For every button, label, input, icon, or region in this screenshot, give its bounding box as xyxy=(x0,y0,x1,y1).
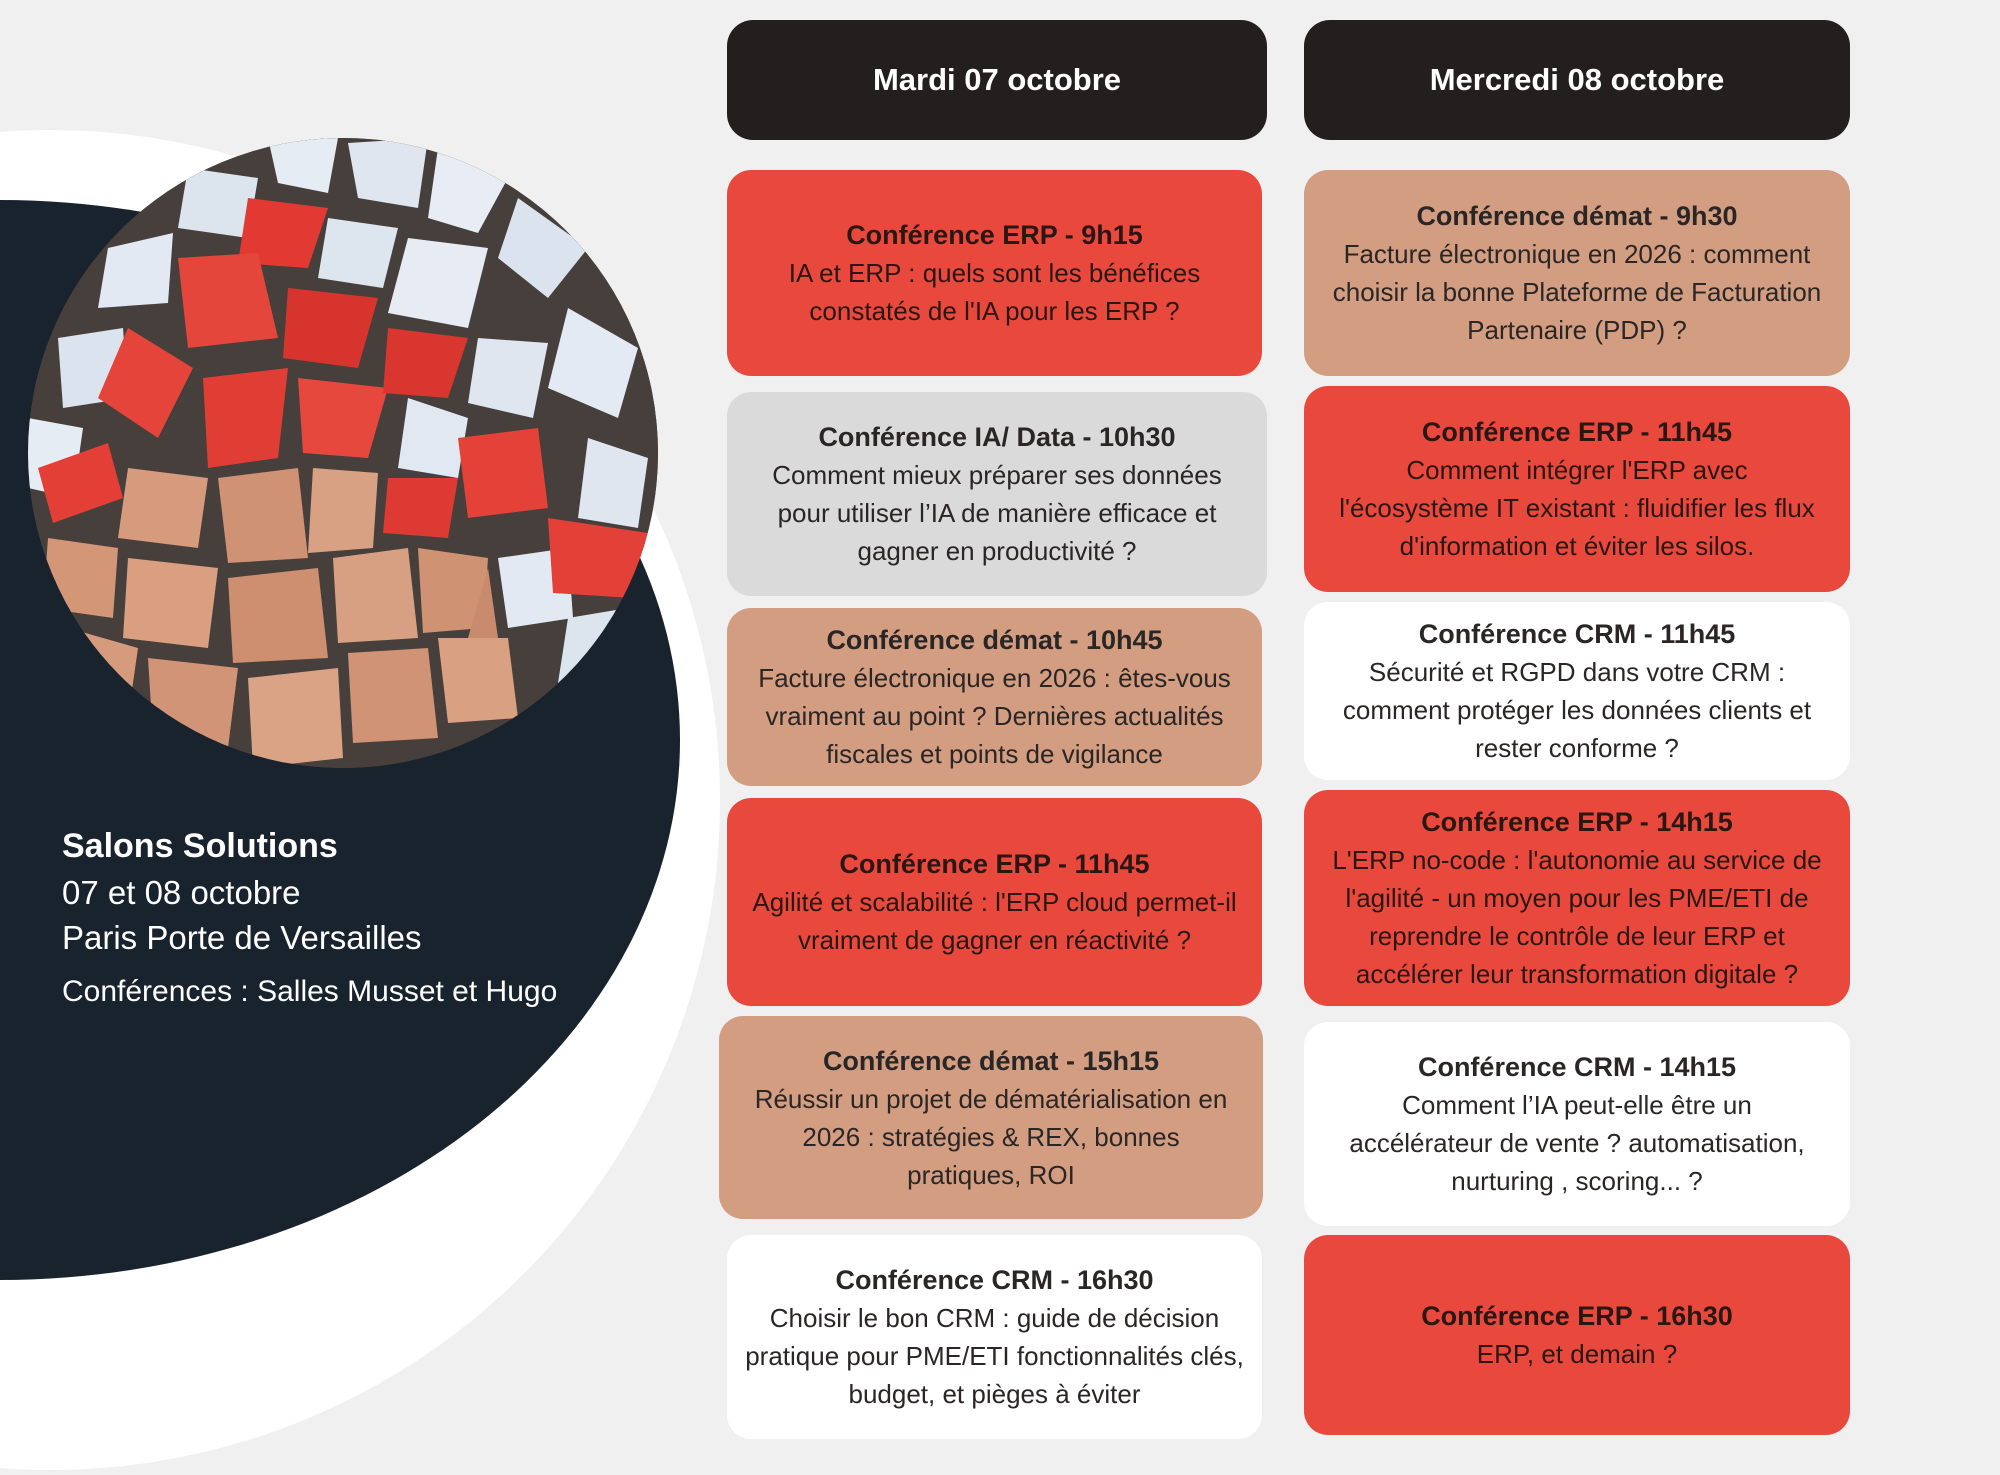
day-header-tuesday: Mardi 07 octobre xyxy=(727,20,1267,140)
session-description: Réussir un projet de dématérialisation e… xyxy=(754,1083,1228,1190)
session-card: Conférence ERP - 11h45 Comment intégrer … xyxy=(1304,386,1850,592)
session-description: IA et ERP : quels sont les bénéfices con… xyxy=(788,258,1201,326)
event-location: Paris Porte de Versailles xyxy=(62,919,422,957)
session-card: Conférence ERP - 16h30 ERP, et demain ? xyxy=(1304,1235,1850,1435)
event-dates: 07 et 08 octobre xyxy=(62,873,301,911)
session-card: Conférence ERP - 9h15 IA et ERP : quels … xyxy=(727,170,1262,376)
session-description: Sécurité et RGPD dans votre CRM : commen… xyxy=(1342,657,1812,763)
event-rooms: Conférences : Salles Musset et Hugo xyxy=(62,974,558,1008)
mosaic-tile-illustration xyxy=(28,138,658,768)
mosaic-tile-image xyxy=(28,138,658,768)
day-header-wednesday: Mercredi 08 octobre xyxy=(1304,20,1850,140)
session-description: Comment l’IA peut-elle être un accélérat… xyxy=(1349,1090,1805,1196)
session-title: Conférence démat - 9h30 xyxy=(1416,201,1738,231)
session-description: Agilité et scalabilité : l'ERP cloud per… xyxy=(752,887,1237,955)
session-card: Conférence démat - 10h45 Facture électro… xyxy=(727,608,1262,786)
session-description: Comment mieux préparer ses données pour … xyxy=(772,460,1222,566)
session-title: Conférence ERP - 11h45 xyxy=(839,849,1150,879)
session-card: Conférence démat - 9h30 Facture électron… xyxy=(1304,170,1850,376)
session-description: L'ERP no-code : l'autonomie au service d… xyxy=(1332,845,1822,989)
session-card: Conférence ERP - 14h15 L'ERP no-code : l… xyxy=(1304,790,1850,1006)
session-title: Conférence démat - 10h45 xyxy=(826,625,1163,655)
session-description: Facture électronique en 2026 : comment c… xyxy=(1332,239,1822,345)
session-description: Choisir le bon CRM : guide de décision p… xyxy=(745,1303,1244,1409)
session-card: Conférence IA/ Data - 10h30 Comment mieu… xyxy=(727,392,1267,596)
session-title: Conférence ERP - 16h30 xyxy=(1421,1301,1733,1331)
event-name: Salons Solutions xyxy=(62,827,338,865)
session-title: Conférence ERP - 14h15 xyxy=(1421,807,1733,837)
session-title: Conférence IA/ Data - 10h30 xyxy=(818,422,1176,452)
session-title: Conférence démat - 15h15 xyxy=(822,1045,1160,1076)
event-info: Salons Solutions 07 et 08 octobre Paris … xyxy=(62,826,557,1010)
session-card: Conférence CRM - 14h15 Comment l’IA peut… xyxy=(1304,1022,1850,1226)
session-card: Conférence ERP - 11h45 Agilité et scalab… xyxy=(727,798,1262,1006)
session-title: Conférence CRM - 16h30 xyxy=(835,1265,1154,1295)
session-title: Conférence CRM - 14h15 xyxy=(1417,1052,1737,1082)
session-card: Conférence CRM - 11h45 Sécurité et RGPD … xyxy=(1304,602,1850,780)
session-description: ERP, et demain ? xyxy=(1476,1339,1678,1369)
session-title: Conférence CRM - 11h45 xyxy=(1418,619,1736,649)
session-card: Conférence démat - 15h15 Réussir un proj… xyxy=(719,1016,1263,1219)
session-title: Conférence ERP - 11h45 xyxy=(1421,417,1733,447)
session-description: Facture électronique en 2026 : êtes-vous… xyxy=(758,663,1231,769)
session-title: Conférence ERP - 9h15 xyxy=(846,220,1143,250)
session-card: Conférence CRM - 16h30 Choisir le bon CR… xyxy=(727,1235,1262,1439)
session-description: Comment intégrer l'ERP avec l'écosystème… xyxy=(1339,455,1815,561)
